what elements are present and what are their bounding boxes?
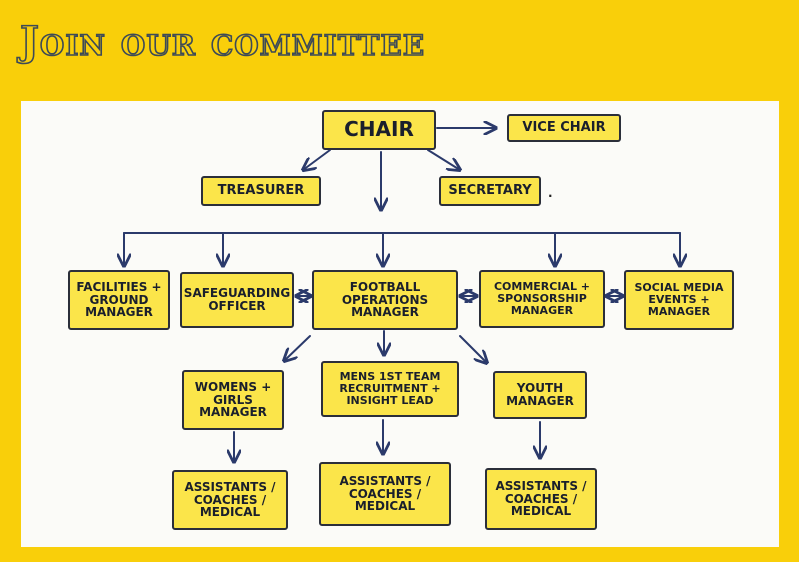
social-media-box: SOCIAL MEDIA EVENTS + MANAGER	[624, 270, 734, 330]
youth-box: YOUTH MANAGER	[493, 371, 587, 419]
vice-chair-box: VICE CHAIR	[507, 114, 621, 142]
assistants-box-3: ASSISTANTS / COACHES / MEDICAL	[485, 468, 597, 530]
mens-first-team-box: MENS 1ST TEAM RECRUITMENT + INSIGHT LEAD	[321, 361, 459, 417]
facilities-box: FACILITIES + GROUND MANAGER	[68, 270, 170, 330]
commercial-box: COMMERCIAL + SPONSORSHIP MANAGER	[479, 270, 605, 328]
page-title: Join our committee	[19, 17, 426, 66]
assistants-box-1: ASSISTANTS / COACHES / MEDICAL	[172, 470, 288, 530]
safeguarding-box: SAFEGUARDING OFFICER	[180, 272, 294, 328]
stray-dot: .	[548, 186, 553, 200]
football-operations-box: FOOTBALL OPERATIONS MANAGER	[312, 270, 458, 330]
treasurer-box: TREASURER	[201, 176, 321, 206]
chair-box: CHAIR	[322, 110, 436, 150]
secretary-box: SECRETARY	[439, 176, 541, 206]
womens-girls-box: WOMENS + GIRLS MANAGER	[182, 370, 284, 430]
assistants-box-2: ASSISTANTS / COACHES / MEDICAL	[319, 462, 451, 526]
